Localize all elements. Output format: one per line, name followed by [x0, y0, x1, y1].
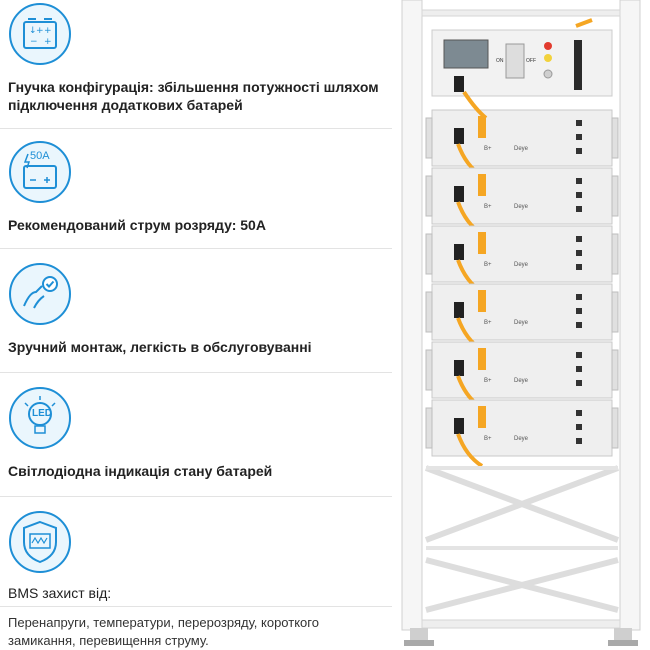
led-bulb-icon [8, 386, 72, 450]
switch-on-label: ON [496, 58, 504, 64]
module-brand-label: Deye [514, 320, 529, 326]
terminal-label: B+ [484, 146, 492, 152]
terminal-label: B+ [484, 262, 492, 268]
divider [0, 128, 392, 129]
terminal-label: B+ [484, 436, 492, 442]
battery-current-icon [8, 140, 72, 204]
svg-text:+: + [44, 37, 52, 47]
led-icon-label: LED [32, 408, 52, 419]
feature-text-led: Світлодіодна індикація стану батарей [8, 463, 273, 479]
divider [0, 248, 392, 249]
terminal-label: B+ [484, 378, 492, 384]
module-brand-label: Deye [514, 262, 529, 268]
maintenance-wrench-icon [8, 262, 72, 326]
module-brand-label: Deye [514, 436, 529, 442]
battery-config-icon: ↓ + + − + [8, 2, 72, 66]
module-brand-label: Deye [514, 146, 529, 152]
battery-module: B+ Deye [425, 341, 619, 410]
svg-text:+: + [44, 26, 52, 36]
module-brand-label: Deye [514, 378, 529, 384]
terminal-label: B+ [484, 204, 492, 210]
svg-text:+: + [36, 26, 44, 36]
battery-module: B+ Deye [425, 167, 619, 236]
feature-text-maintenance: Зручний монтаж, легкість в обслуговуванн… [8, 339, 312, 355]
bms-chip-icon [8, 510, 72, 574]
battery-module: B+ Deye [425, 225, 619, 294]
current-icon-label: 50A [30, 150, 50, 162]
terminal-label: B+ [484, 320, 492, 326]
feature-text-bms: BMS захист від: [8, 585, 112, 601]
module-brand-label: Deye [514, 204, 529, 210]
switch-off-label: OFF [526, 58, 536, 64]
control-unit: ON OFF [431, 29, 613, 97]
battery-rack-image: ON OFF B+DeyeB+DeyeB+DeyeB+DeyeB+DeyeB+D… [401, 0, 641, 646]
svg-text:↓: ↓ [29, 26, 37, 36]
bms-protection-details: Перенапруги, температури, перерозряду, к… [8, 615, 319, 648]
svg-text:−: − [30, 37, 38, 47]
battery-module: B+ Deye [425, 283, 619, 352]
feature-text-config: Гнучка конфігурація: збільшення потужнос… [8, 79, 379, 113]
divider [0, 496, 392, 497]
divider [0, 606, 392, 607]
feature-text-current: Рекомендований струм розряду: 50A [8, 217, 266, 233]
divider [0, 372, 392, 373]
battery-module: B+ Deye [425, 109, 619, 178]
battery-module: B+ Deye [425, 399, 619, 468]
